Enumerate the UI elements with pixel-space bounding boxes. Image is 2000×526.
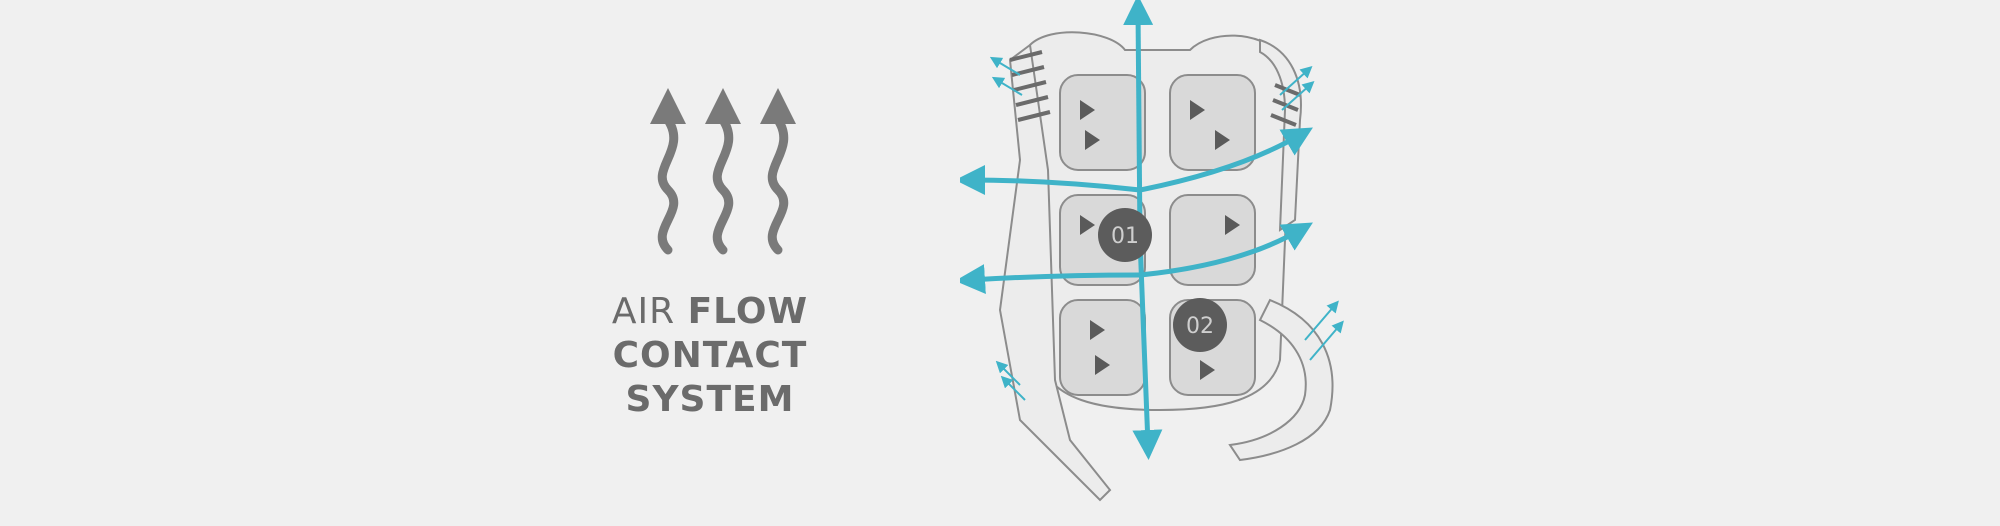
strap-stripe [1013,80,1047,92]
small-airflow-arrow [1309,320,1344,361]
vent-shape [1200,360,1215,380]
arrow-head-icon [650,88,686,124]
title-bold-word: FLOW [687,291,809,332]
back-pad [1169,194,1256,286]
badge-01: 01 [1098,208,1152,262]
right-hip-belt [1228,298,1334,462]
vent-shape [1215,130,1230,150]
back-pad [1059,74,1146,171]
arrow-head-icon [760,88,796,124]
vent-shape [1080,100,1095,120]
small-airflow-arrow [1000,375,1026,401]
heat-wave-arrow-icon [767,115,789,255]
vent-shape [1225,215,1240,235]
vent-shape [1090,320,1105,340]
badge-02-label: 02 [1186,314,1214,339]
strap-stripe [1270,113,1297,127]
backpack-illustration: 01 02 [960,0,1344,502]
small-airflow-arrow [989,56,1021,76]
system-title: AIR FLOW CONTACT SYSTEM [560,290,860,422]
airflow-arrow-icon [1139,222,1313,278]
title-light-word: AIR [611,291,676,332]
arrow-head-icon [705,88,741,124]
heat-wave-arrow-icon [657,115,679,255]
airflow-arrow-icon [1139,127,1313,193]
title-line-1: AIR FLOW [560,290,860,334]
title-line-3: SYSTEM [625,379,795,420]
small-airflow-arrow [1279,66,1313,96]
heat-wave-arrow-icon [712,115,734,255]
vent-shape [1085,130,1100,150]
airflow-arrow-icon [960,165,1141,196]
small-airflow-arrow [1281,81,1315,111]
heat-arrows [650,88,796,255]
title-line-2: CONTACT [612,335,808,376]
strap-stripe [1274,83,1301,97]
back-pad [1059,299,1146,396]
vent-shape [1190,100,1205,120]
right-shoulder-strap [1259,38,1302,232]
vent-shape [1080,215,1095,235]
back-pad [1169,74,1256,171]
strap-stripe [1017,110,1051,122]
strap-stripe [1009,50,1043,62]
airflow-arrow-icon [1132,239,1163,460]
badge-02: 02 [1173,298,1227,352]
small-airflow-arrow [1304,300,1339,341]
strap-stripe [1272,98,1299,112]
left-shoulder-strap [998,43,1112,502]
strap-stripe [1015,95,1049,107]
airflow-arrow-icon [1123,0,1154,241]
badge-01-label: 01 [1111,224,1139,249]
small-airflow-arrow [991,76,1023,96]
vent-shape [1095,355,1110,375]
airflow-arrow-icon [960,264,1141,295]
small-airflow-arrow [995,360,1021,386]
